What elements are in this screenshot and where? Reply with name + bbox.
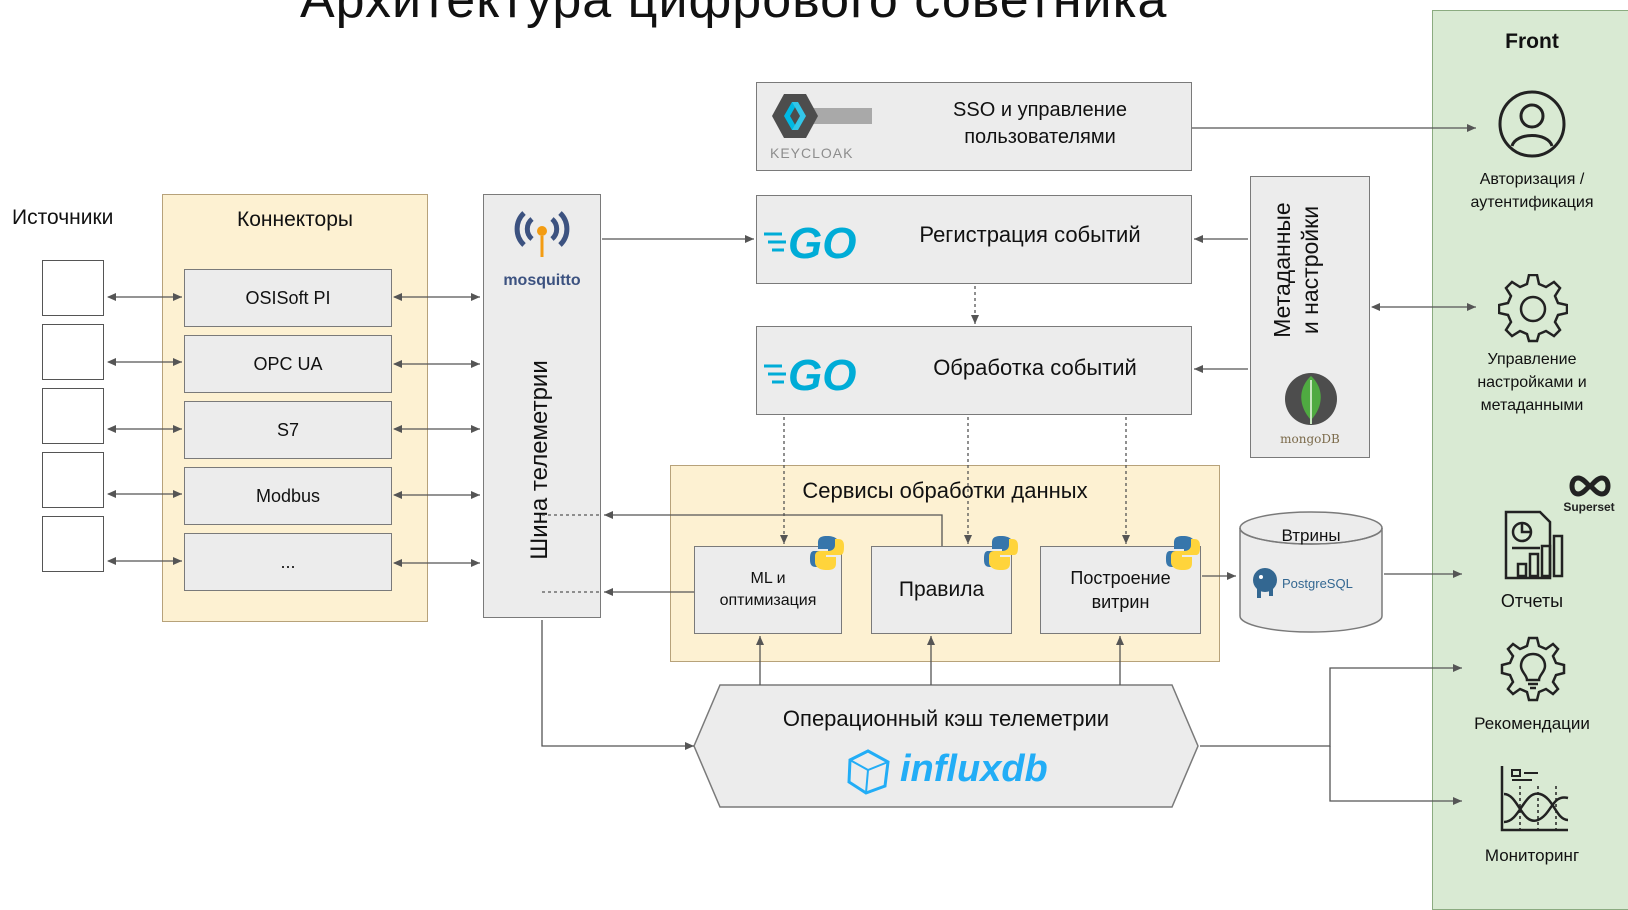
go-logo-processing: GO bbox=[762, 348, 872, 400]
telemetry-cache-label: Операционный кэш телеметрии bbox=[782, 706, 1110, 731]
connectors-label: Коннекторы bbox=[236, 208, 354, 231]
connector-osisoft: OSISoft PI bbox=[184, 269, 392, 327]
arrow-cache-monitoring bbox=[1329, 746, 1462, 805]
source-box-2 bbox=[42, 324, 104, 380]
keycloak-logo-text: KEYCLOAK bbox=[770, 145, 854, 161]
marts-service-line2: витрин bbox=[1091, 592, 1150, 612]
ml-service-line1: ML и bbox=[750, 570, 786, 587]
source-box-1 bbox=[42, 260, 104, 316]
front-monitoring-label: Мониторинг bbox=[1484, 846, 1580, 865]
connector-modbus: Modbus bbox=[184, 467, 392, 525]
front-auth-label: Авторизация / аутентификация bbox=[1432, 168, 1628, 216]
connector-s7: S7 bbox=[184, 401, 392, 459]
keycloak-icon bbox=[768, 90, 878, 146]
source-box-3 bbox=[42, 388, 104, 444]
marts-service-line1: Построение bbox=[1070, 568, 1171, 588]
connector-opcua: OPC UA bbox=[184, 335, 392, 393]
go-logo-registration: GO bbox=[762, 216, 872, 268]
superset-icon bbox=[1566, 474, 1614, 500]
mongodb-logo-text: mongoDB bbox=[1280, 432, 1340, 446]
front-auth-line1: Авторизация / bbox=[1479, 171, 1585, 188]
event-processing-box bbox=[756, 326, 1192, 415]
python-icon bbox=[808, 534, 846, 572]
front-settings-label: Управление настройками и метаданными bbox=[1432, 348, 1628, 420]
arrow-rules-bus bbox=[604, 511, 943, 546]
front-settings-line3: метаданными bbox=[1480, 397, 1584, 415]
front-reports-label: Отчеты bbox=[1500, 591, 1564, 611]
mongodb-logo bbox=[1284, 370, 1338, 428]
event-registration-label: Регистрация событий bbox=[919, 222, 1141, 247]
go-logo-text-registration: GO bbox=[788, 219, 856, 266]
front-settings-line2: настройками и bbox=[1477, 374, 1587, 392]
telemetry-bus bbox=[483, 194, 601, 618]
monitoring-graph-icon bbox=[1498, 764, 1570, 834]
marts-service-box: Построение витрин bbox=[1040, 546, 1201, 634]
ml-service-line2: оптимизация bbox=[719, 592, 817, 609]
sso-box bbox=[756, 82, 1192, 171]
report-chart-icon bbox=[1500, 510, 1568, 580]
go-logo-text-processing: GO bbox=[788, 351, 856, 398]
python-icon bbox=[1164, 534, 1202, 572]
arrow-cache-recommendations bbox=[1200, 664, 1462, 747]
user-icon bbox=[1496, 88, 1568, 160]
front-recommendations-label: Рекомендации bbox=[1474, 714, 1590, 733]
postgresql-logo-text: PostgreSQL bbox=[1282, 576, 1353, 591]
gear-icon bbox=[1497, 273, 1569, 344]
source-box-4 bbox=[42, 452, 104, 508]
event-processing-label: Обработка событий bbox=[933, 355, 1137, 380]
influxdb-logo-text: influxdb bbox=[900, 748, 1048, 790]
sso-label-line1: SSO и управление bbox=[953, 99, 1127, 121]
datamart-cylinder bbox=[1238, 510, 1384, 636]
ml-service-box: ML и оптимизация bbox=[694, 546, 842, 634]
postgresql-icon bbox=[1250, 566, 1280, 600]
front-panel bbox=[1432, 10, 1628, 910]
source-box-5 bbox=[42, 516, 104, 572]
superset-logo-text: Superset bbox=[1563, 500, 1615, 514]
front-settings-line1: Управление bbox=[1487, 351, 1577, 368]
sources-label: Источники bbox=[12, 206, 114, 229]
sso-label-line2: пользователями bbox=[964, 126, 1116, 148]
event-registration-box bbox=[756, 195, 1192, 284]
front-title: Front bbox=[1505, 30, 1559, 53]
python-icon bbox=[982, 534, 1020, 572]
mosquitto-logo-text: mosquitto bbox=[503, 272, 581, 289]
arrow-bus-cache bbox=[541, 620, 694, 750]
diagram-title: Архитектура цифрового советника bbox=[300, 0, 1168, 29]
mosquitto-logo bbox=[494, 205, 590, 265]
rules-service-label: Правила bbox=[898, 578, 985, 601]
datamart-label: Втрины bbox=[1281, 526, 1341, 545]
services-label: Сервисы обработки данных bbox=[802, 478, 1088, 503]
connector-other: ... bbox=[184, 533, 392, 591]
influxdb-icon bbox=[844, 748, 892, 796]
front-auth-line2: аутентификация bbox=[1470, 194, 1594, 212]
lightbulb-gear-icon bbox=[1500, 636, 1566, 706]
